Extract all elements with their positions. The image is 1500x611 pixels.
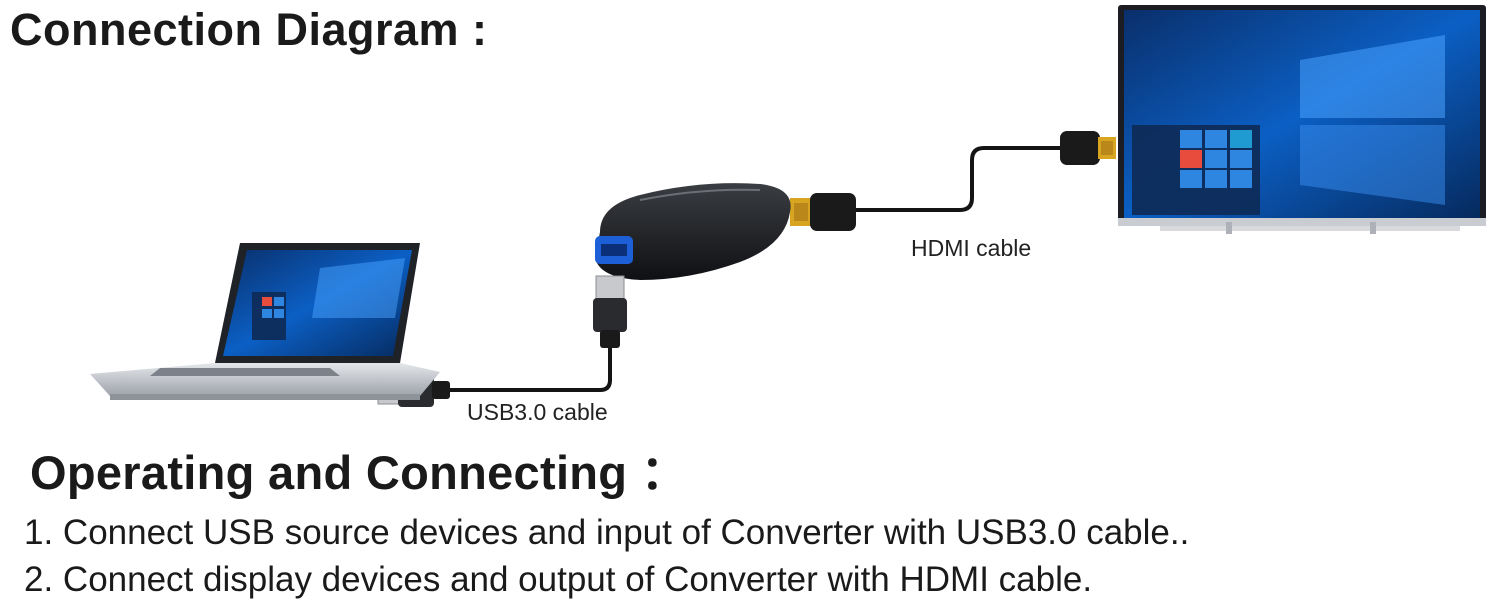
usb-cable-label: USB3.0 cable xyxy=(467,399,608,425)
hdmi-cable xyxy=(855,146,1060,212)
tv-monitor xyxy=(1118,5,1486,234)
laptop xyxy=(90,243,440,400)
step-1: 1. Connect USB source devices and input … xyxy=(24,513,1190,552)
operating-section-title: Operating and Connecting ： xyxy=(30,446,688,499)
step-2: 2. Connect display devices and output of… xyxy=(24,560,1093,599)
diagram-title: Connection Diagram : xyxy=(10,4,488,55)
usb-cable xyxy=(448,345,612,392)
hdmi-cable-label: HDMI cable xyxy=(911,235,1032,261)
hdmi-plug-converter xyxy=(790,193,856,231)
usb-plug-converter xyxy=(593,275,627,348)
hdmi-plug-tv xyxy=(1060,131,1116,165)
converter-box xyxy=(595,183,791,280)
